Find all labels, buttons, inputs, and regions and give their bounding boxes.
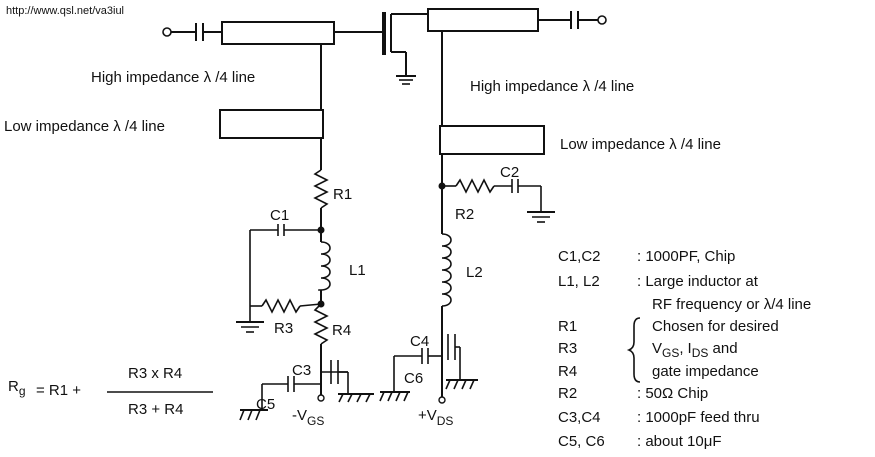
resistor-r3	[261, 298, 301, 314]
label-left-high-impedance-line: High impedance λ /4 line	[91, 69, 255, 86]
legend-c3c4-value: : 1000pF feed thru	[637, 409, 760, 426]
legend-brace	[626, 317, 641, 383]
gate-bias-network	[219, 44, 374, 421]
legend-r134-value-3: gate impedance	[652, 363, 759, 380]
component-legend: C1,C2 : 1000PF, Chip L1, L2 : Large indu…	[558, 248, 811, 450]
label-left-low-impedance-line: Low impedance λ /4 line	[4, 118, 165, 135]
drain-low-impedance-stub	[439, 125, 545, 155]
legend-r2-value: : 50Ω Chip	[637, 385, 708, 402]
legend-r1-key: R1	[558, 318, 577, 335]
legend-r134-value-2: VGS,IDS and	[652, 340, 738, 360]
vgs-terminal	[317, 394, 325, 402]
legend-c3c4-key: C3,C4	[558, 409, 601, 426]
resistor-r1	[313, 169, 329, 209]
input-rf-path	[162, 21, 384, 45]
legend-r2-key: R2	[558, 385, 577, 402]
legend-c5c6-value: : about 10μF	[637, 433, 722, 450]
rg-formula: Rg = R1 + R3 x R4 R3 + R4	[8, 365, 213, 418]
label-l2: L2	[466, 264, 483, 281]
label-c1: C1	[270, 207, 289, 224]
legend-l1l2-value: : Large inductor at	[637, 273, 759, 290]
inductor-l2	[441, 233, 452, 307]
formula-denominator: R3 + R4	[128, 401, 183, 418]
input-microstrip-line	[221, 21, 335, 45]
formula-eq: = R1 +	[36, 382, 81, 399]
label-c4: C4	[410, 333, 429, 350]
label-r4: R4	[332, 322, 351, 339]
resistor-r4	[313, 303, 329, 345]
fet-transistor	[382, 12, 428, 85]
label-l1: L1	[349, 262, 366, 279]
legend-r3-key: R3	[558, 340, 577, 357]
legend-c1c2-value: : 1000PF, Chip	[637, 248, 735, 265]
label-right-high-impedance-line: High impedance λ /4 line	[470, 78, 634, 95]
label-r3: R3	[274, 320, 293, 337]
label-c3: C3	[292, 362, 311, 379]
formula-lhs: Rg	[8, 378, 26, 398]
label-c5: C5	[256, 396, 275, 413]
drain-bias-network	[379, 31, 555, 404]
legend-c1c2-key: C1,C2	[558, 248, 601, 265]
label-c2: C2	[500, 164, 519, 181]
output-microstrip-line	[427, 8, 539, 32]
source-url: http://www.qsl.net/va3iul	[6, 5, 124, 17]
label-r2: R2	[455, 206, 474, 223]
output-rf-path	[427, 8, 607, 32]
legend-l1l2-value-2: RF frequency or λ/4 line	[652, 296, 811, 313]
gate-low-impedance-stub	[219, 109, 324, 139]
input-terminal	[162, 27, 172, 37]
label-right-low-impedance-line: Low impedance λ /4 line	[560, 136, 721, 153]
resistor-r2	[455, 178, 495, 194]
label-vgs: -VGS	[292, 407, 324, 428]
legend-r4-key: R4	[558, 363, 577, 380]
formula-numerator: R3 x R4	[128, 365, 182, 382]
vds-terminal	[438, 396, 446, 404]
output-terminal	[597, 15, 607, 25]
legend-c5c6-key: C5, C6	[558, 433, 605, 450]
label-c6: C6	[404, 370, 423, 387]
inductor-l1	[317, 241, 331, 291]
legend-r134-value-1: Chosen for desired	[652, 318, 779, 335]
label-r1: R1	[333, 186, 352, 203]
label-vds: +VDS	[418, 407, 453, 428]
legend-l1l2-key: L1, L2	[558, 273, 600, 290]
